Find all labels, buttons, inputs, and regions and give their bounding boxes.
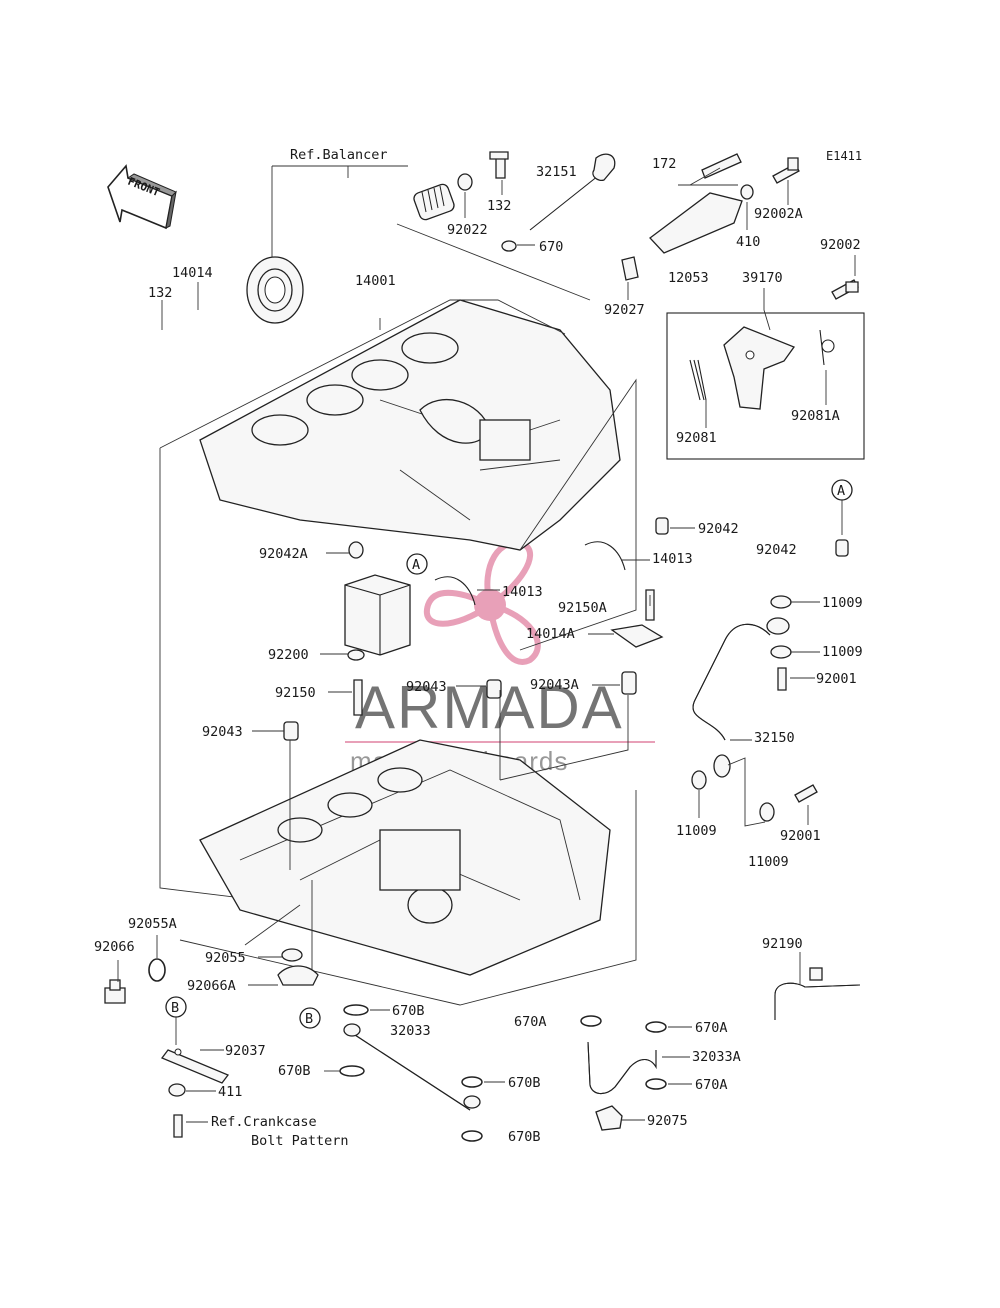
oil-pipe-32033	[343, 1023, 481, 1111]
part-label: 92001	[816, 671, 857, 687]
part-label: 670A	[695, 1020, 728, 1036]
part-label: 11009	[676, 823, 717, 839]
part-label: 11009	[822, 595, 863, 611]
bearing-cap	[344, 574, 411, 656]
part-label: 92150A	[558, 600, 607, 616]
part-label: 92042	[756, 542, 797, 558]
breather-hose	[774, 967, 861, 1020]
part-label: 92055A	[128, 916, 177, 932]
oil-pipe	[692, 617, 790, 778]
part-label: 92002A	[754, 206, 803, 222]
part-label: 92002	[820, 237, 861, 253]
part-label: 92200	[268, 647, 309, 663]
svg-text:B: B	[305, 1011, 313, 1027]
ref-crankcase-label-line2: Bolt Pattern	[251, 1133, 349, 1149]
needle-bearing	[413, 183, 455, 221]
svg-text:B: B	[171, 1000, 179, 1016]
part-label: 92081	[676, 430, 717, 446]
part-label: 92042A	[259, 546, 308, 562]
upper-crankcase	[199, 299, 621, 551]
tensioner-box	[666, 312, 865, 460]
chain-tensioner	[689, 326, 835, 410]
part-label: 14014A	[526, 626, 575, 642]
part-label: 92066	[94, 939, 135, 955]
part-label: 92043A	[530, 677, 579, 693]
callout-b-left: B	[165, 996, 187, 1045]
part-label: 92075	[647, 1113, 688, 1129]
part-label: 132	[487, 198, 511, 214]
svg-text:A: A	[412, 557, 420, 573]
propeller-logo	[423, 540, 541, 665]
lower-crankcase	[199, 739, 611, 976]
part-label: 92043	[202, 724, 243, 740]
part-label: 92042	[698, 521, 739, 537]
ref-crankcase-label: Ref.Crankcase	[211, 1114, 317, 1130]
ref-balancer-label: Ref.Balancer	[290, 147, 388, 163]
part-label: 670B	[508, 1129, 541, 1145]
callout-b-lower: B	[299, 1007, 321, 1029]
part-label: 14013	[502, 584, 543, 600]
balancer-bearing	[246, 256, 304, 324]
part-label: 14014	[172, 265, 213, 281]
part-label: 670B	[278, 1063, 311, 1079]
part-label: 32151	[536, 164, 577, 180]
part-label: 670A	[514, 1014, 547, 1030]
part-label: 411	[218, 1084, 242, 1100]
part-label: 32033A	[692, 1049, 741, 1065]
part-label: 92066A	[187, 978, 236, 994]
part-label: 11009	[822, 644, 863, 660]
part-label: 32150	[754, 730, 795, 746]
part-label: 14001	[355, 273, 396, 289]
part-labels: 132 14014 14001 172 92002A 410 92022 132…	[94, 156, 863, 1145]
part-label: 39170	[742, 270, 783, 286]
part-label: 670B	[508, 1075, 541, 1091]
part-label: 172	[652, 156, 676, 172]
part-label: 92022	[447, 222, 488, 238]
part-label: 92150	[275, 685, 316, 701]
part-label: 92027	[604, 302, 645, 318]
part-label: 670B	[392, 1003, 425, 1019]
oil-pipe-32033a	[587, 1041, 657, 1095]
small-parts-top	[396, 151, 859, 301]
part-label: 11009	[748, 854, 789, 870]
part-label: 670A	[695, 1077, 728, 1093]
part-label: 92055	[205, 950, 246, 966]
part-label: 92043	[406, 679, 447, 695]
front-arrow-icon: FRONT	[107, 164, 177, 230]
diagram-code: E1411	[826, 149, 862, 163]
callout-a-upper: A	[406, 553, 428, 575]
part-label: 92037	[225, 1043, 266, 1059]
leader-lines	[117, 180, 856, 1123]
part-label: 670	[539, 239, 563, 255]
part-label: 32033	[390, 1023, 431, 1039]
callout-a-right: A	[831, 479, 853, 535]
part-label: 410	[736, 234, 760, 250]
part-label: 92001	[780, 828, 821, 844]
svg-text:A: A	[837, 483, 845, 499]
part-label: 12053	[668, 270, 709, 286]
part-label: 92081A	[791, 408, 840, 424]
part-label: 92190	[762, 936, 803, 952]
part-label: 132	[148, 285, 172, 301]
part-label: 14013	[652, 551, 693, 567]
